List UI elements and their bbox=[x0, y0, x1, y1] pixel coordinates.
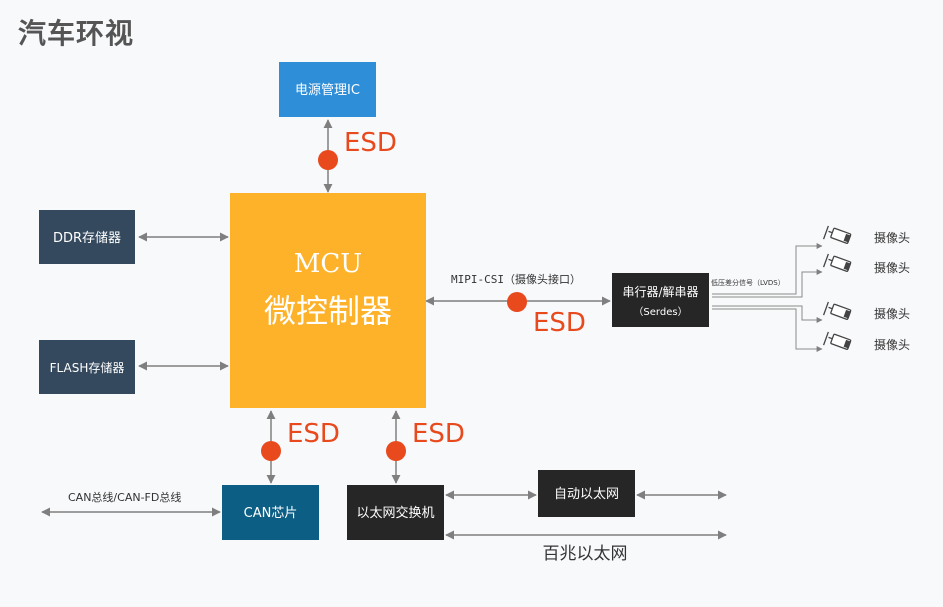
serdes-box: 串行器/解串器 （Serdes） bbox=[612, 273, 709, 327]
camera-label: 摄像头 bbox=[874, 306, 910, 321]
esd-power: ESD bbox=[318, 128, 397, 170]
camera-1: 摄像头 bbox=[822, 225, 910, 245]
camera-icon bbox=[822, 331, 852, 350]
can-chip-box: CAN芯片 bbox=[222, 485, 319, 540]
camera-label: 摄像头 bbox=[874, 260, 910, 275]
ddr-label: DDR存储器 bbox=[53, 231, 121, 246]
camera-3: 摄像头 bbox=[822, 301, 910, 321]
esd-dot bbox=[507, 292, 527, 312]
esd-dot bbox=[318, 150, 338, 170]
lvds-label: 低压差分信号（LVDS） bbox=[711, 278, 785, 287]
page-title: 汽车环视 bbox=[18, 17, 135, 50]
camera-icon bbox=[822, 225, 852, 244]
camera-2: 摄像头 bbox=[822, 253, 910, 275]
camera-4: 摄像头 bbox=[822, 331, 910, 352]
power-ic-label: 电源管理IC bbox=[295, 83, 360, 98]
mcu-box: MCU 微控制器 bbox=[230, 193, 426, 408]
flash-label: FLASH存储器 bbox=[50, 360, 125, 375]
eth-switch-label: 以太网交换机 bbox=[356, 505, 434, 521]
serdes-sublabel: （Serdes） bbox=[633, 306, 687, 318]
esd-label: ESD bbox=[412, 419, 465, 449]
camera-label: 摄像头 bbox=[874, 337, 910, 352]
esd-eth: ESD bbox=[386, 419, 465, 461]
eth-switch-box: 以太网交换机 bbox=[347, 485, 444, 540]
esd-label: ESD bbox=[287, 419, 340, 449]
power-ic-box: 电源管理IC bbox=[279, 62, 376, 117]
camera-label: 摄像头 bbox=[874, 230, 910, 245]
auto-eth-box: 自动以太网 bbox=[538, 470, 635, 517]
mcu-label: MCU bbox=[294, 249, 362, 279]
mcu-sublabel: 微控制器 bbox=[264, 292, 392, 330]
fast-eth-label: 百兆以太网 bbox=[543, 544, 628, 564]
esd-dot bbox=[386, 441, 406, 461]
esd-label: ESD bbox=[533, 308, 586, 338]
esd-label: ESD bbox=[344, 128, 397, 158]
auto-eth-label: 自动以太网 bbox=[554, 487, 619, 502]
esd-serdes: ESD bbox=[507, 292, 586, 338]
flash-box: FLASH存储器 bbox=[39, 340, 135, 394]
lvds-lines bbox=[712, 243, 823, 352]
ddr-box: DDR存储器 bbox=[39, 210, 135, 264]
serdes-label: 串行器/解串器 bbox=[622, 285, 698, 299]
can-bus-label: CAN总线/CAN-FD总线 bbox=[68, 490, 181, 504]
camera-icon bbox=[822, 253, 852, 272]
camera-icon bbox=[822, 301, 852, 320]
mipi-label: MIPI-CSI（摄像头接口） bbox=[451, 272, 581, 286]
esd-can: ESD bbox=[261, 419, 340, 461]
can-chip-label: CAN芯片 bbox=[244, 506, 298, 521]
esd-dot bbox=[261, 441, 281, 461]
